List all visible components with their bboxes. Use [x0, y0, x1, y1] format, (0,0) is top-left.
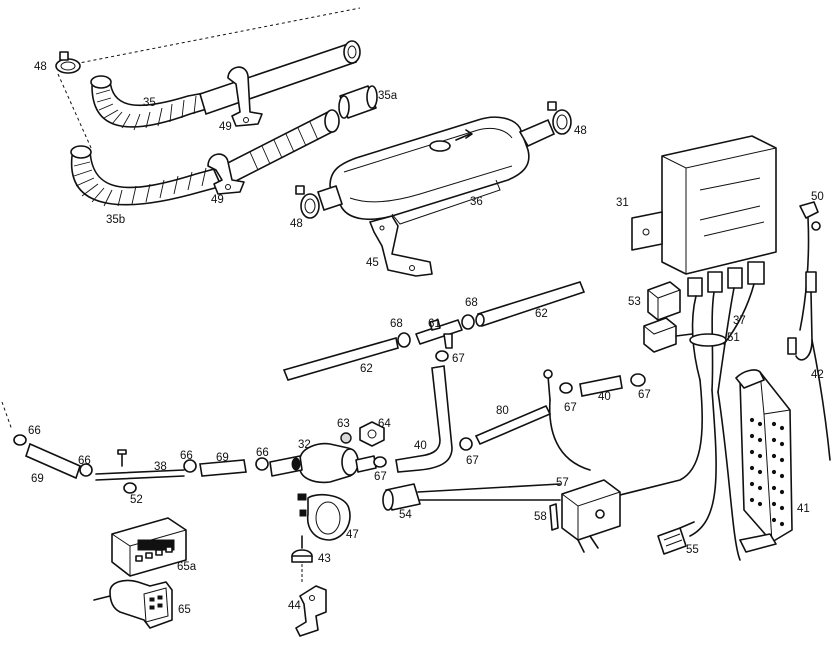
label-48: 48 — [34, 61, 47, 73]
label-66: 66 — [78, 455, 91, 467]
label-65: 65 — [178, 604, 191, 616]
pump-32 — [269, 442, 377, 484]
callout-labels: 48 35 35a 49 48 49 35b 36 48 45 31 50 53… — [28, 61, 824, 616]
nut-64 — [359, 421, 385, 447]
clamp-66-c — [183, 459, 197, 473]
sleeve-35a — [338, 85, 378, 119]
tee-61 — [397, 319, 463, 349]
label-61: 61 — [428, 318, 441, 330]
clip-67-pump — [373, 456, 387, 468]
hose-69-left — [25, 442, 81, 480]
control-unit-31 — [631, 135, 777, 297]
label-67: 67 — [466, 455, 479, 467]
label-32: 32 — [298, 439, 311, 451]
label-50: 50 — [811, 191, 824, 203]
label-48: 48 — [574, 125, 587, 137]
grommet-63 — [340, 432, 352, 444]
label-51: 51 — [727, 332, 740, 344]
clamp-48-right — [547, 101, 572, 135]
clamp-66-left — [13, 434, 27, 446]
perforation-holes — [749, 417, 785, 527]
plug-54 — [382, 483, 561, 511]
label-40: 40 — [414, 440, 427, 452]
label-66: 66 — [180, 450, 193, 462]
timer-65a — [111, 517, 187, 577]
hose-35-assembly — [90, 40, 361, 131]
label-66: 66 — [28, 425, 41, 437]
bracket-44 — [295, 585, 327, 637]
dashed-leaders — [1, 7, 361, 431]
label-37: 37 — [733, 315, 746, 327]
label-67: 67 — [374, 471, 387, 483]
heater-sleeve-41 — [735, 369, 793, 553]
label-65a: 65a — [177, 561, 197, 573]
label-64: 64 — [378, 418, 391, 430]
label-67: 67 — [564, 402, 577, 414]
bracket-45 — [369, 215, 433, 277]
label-62: 62 — [360, 363, 373, 375]
clip-50 — [799, 201, 821, 331]
label-49: 49 — [219, 121, 232, 133]
label-58: 58 — [534, 511, 547, 523]
fuel-pipe-80 — [474, 382, 573, 446]
label-53: 53 — [628, 296, 641, 308]
label-36: 36 — [470, 196, 483, 208]
label-43: 43 — [318, 553, 331, 565]
clamp-48-top-left — [55, 51, 81, 74]
fuel-pipe-40-vertical — [395, 365, 473, 473]
connector-55 — [657, 521, 695, 555]
pump-bracket-47 — [297, 493, 351, 541]
label-63: 63 — [337, 418, 350, 430]
label-68: 68 — [390, 318, 403, 330]
clamp-66-b — [79, 463, 93, 477]
damper-43 — [291, 535, 313, 584]
label-35a: 35a — [378, 90, 398, 102]
cable-42 — [787, 271, 831, 461]
label-35: 35 — [143, 97, 156, 109]
fuel-pipe-62-lower — [282, 336, 399, 381]
connector-box-65 — [93, 579, 173, 629]
clamp-48-left — [295, 185, 320, 219]
lead-wire — [543, 369, 591, 471]
label-47: 47 — [346, 529, 359, 541]
silencer-36 — [316, 116, 556, 225]
fuse-58 — [549, 503, 559, 531]
label-45: 45 — [366, 257, 379, 269]
label-68: 68 — [465, 297, 478, 309]
label-54: 54 — [399, 509, 412, 521]
screw-52 — [117, 449, 137, 494]
switch-57 — [561, 479, 621, 553]
clip-67-61 — [435, 350, 449, 362]
hose-35b-assembly — [70, 109, 340, 207]
label-57: 57 — [556, 477, 569, 489]
fuel-pipe-62-upper — [461, 281, 586, 330]
label-31: 31 — [616, 197, 629, 209]
hose-40-right — [579, 373, 646, 397]
label-69: 69 — [31, 473, 44, 485]
label-35b: 35b — [106, 214, 125, 226]
label-67: 67 — [452, 353, 465, 365]
label-42: 42 — [811, 369, 824, 381]
label-55: 55 — [686, 544, 699, 556]
wiring-harness-37 — [599, 283, 755, 561]
relay-53 — [643, 281, 693, 353]
label-69: 69 — [216, 452, 229, 464]
label-48: 48 — [290, 218, 303, 230]
label-41: 41 — [797, 503, 810, 515]
label-52: 52 — [130, 494, 143, 506]
hose-69-mid — [199, 459, 247, 477]
label-80: 80 — [496, 405, 509, 417]
label-62: 62 — [535, 308, 548, 320]
label-49: 49 — [211, 194, 224, 206]
label-40: 40 — [598, 391, 611, 403]
label-44: 44 — [288, 600, 301, 612]
pipe-38 — [95, 469, 185, 481]
label-38: 38 — [154, 461, 167, 473]
label-67: 67 — [638, 389, 651, 401]
clamp-66-d — [255, 457, 269, 471]
label-66: 66 — [256, 447, 269, 459]
